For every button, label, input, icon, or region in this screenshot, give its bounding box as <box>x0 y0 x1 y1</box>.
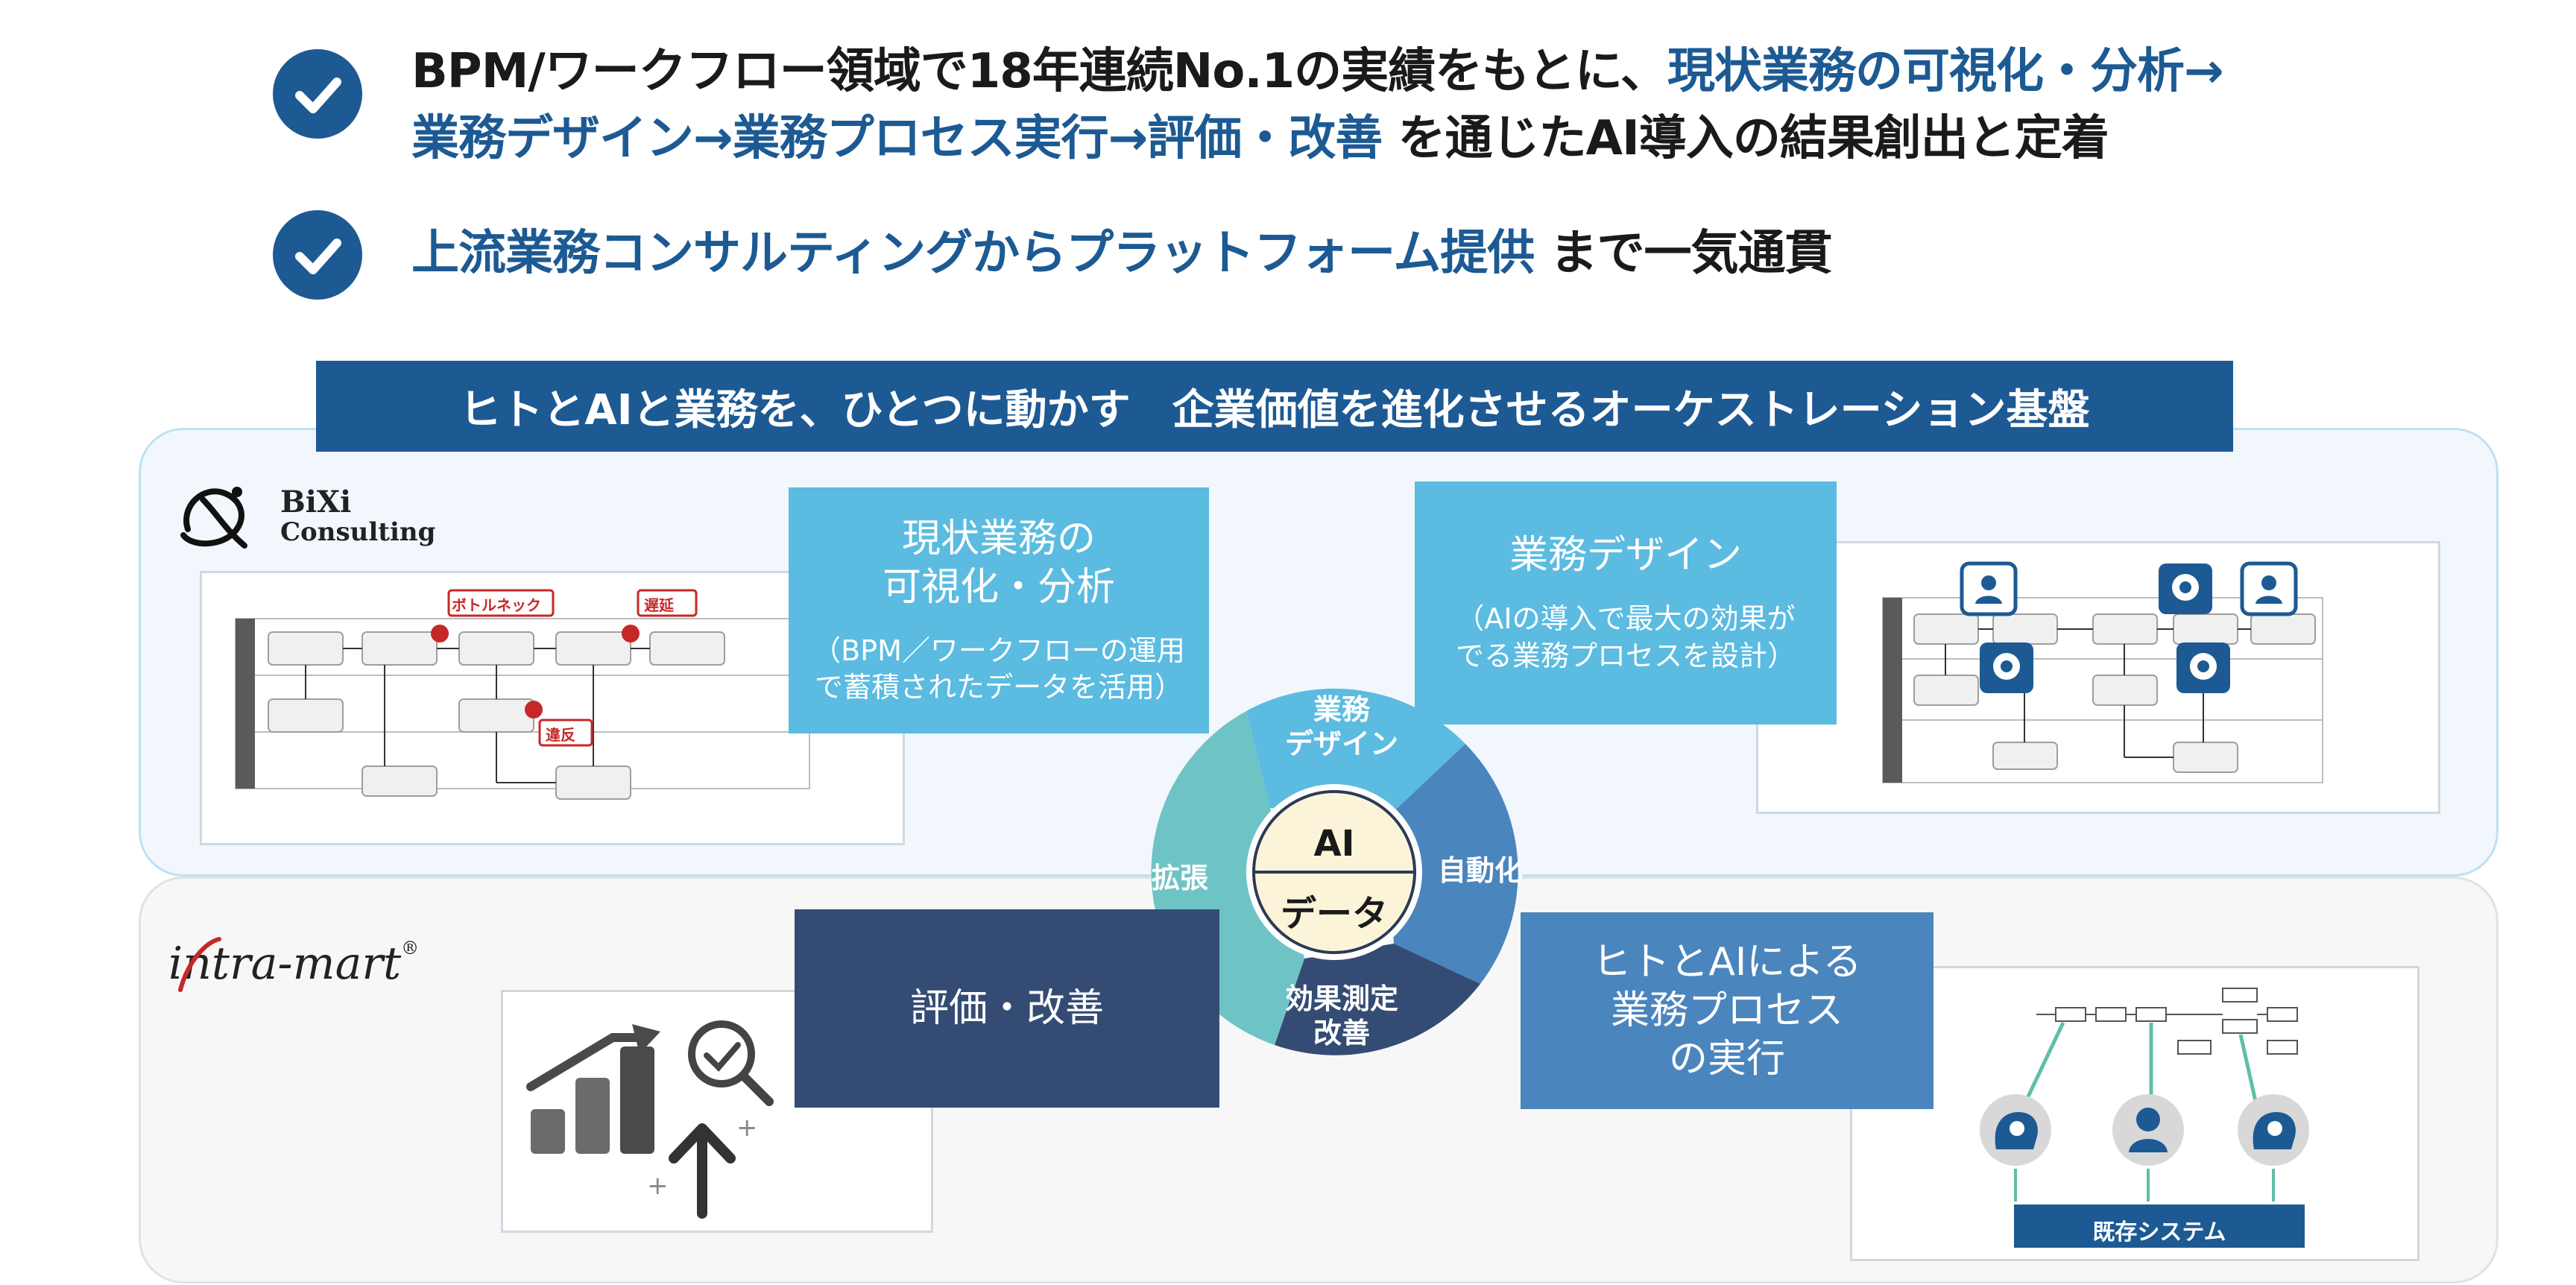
headline-line-2: 業務デザイン→業務プロセス実行→評価・改善 を通じたAI導入の結果創出と定着 <box>411 115 2109 162</box>
wheel-center-ai: AI <box>1313 823 1355 865</box>
headline-highlight-1: 現状業務の可視化・分析→ <box>1667 44 2224 99</box>
card-design: 業務デザイン （AIの導入で最大の効果が でる業務プロセスを設計） <box>1415 482 1837 724</box>
card-visualize: 現状業務の 可視化・分析 （BPM／ワークフローの運用 で蓄積されたデータを活用… <box>789 487 1209 733</box>
kpi-diagram: + + <box>526 1020 774 1219</box>
card-execute-title: ヒトとAIによる 業務プロセス の実行 <box>1592 939 1862 1082</box>
wheel-automate-label: 自動化 <box>1437 854 1523 887</box>
headline-highlight-2: 業務デザイン→業務プロセス実行→評価・改善 <box>411 111 1383 166</box>
card-visualize-sub: （BPM／ワークフローの運用 で蓄積されたデータを活用） <box>812 634 1185 704</box>
card-evaluate: 評価・改善 <box>795 909 1219 1108</box>
headline-suffix-2: を通じたAI導入の結果創出と定着 <box>1382 111 2109 166</box>
headline-suffix-3: まで一気通貫 <box>1534 226 1833 281</box>
svg-text:+: + <box>736 1113 758 1143</box>
violation-callout: 違反 <box>546 726 575 744</box>
registered-mark-icon: ® <box>401 938 420 959</box>
check-icon <box>273 210 362 300</box>
wheel-design-label: 業務 デザイン <box>1284 693 1398 760</box>
arrow-up-icon: + + <box>647 1113 758 1219</box>
bixi-logo <box>173 477 262 562</box>
card-execute: ヒトとAIによる 業務プロセス の実行 <box>1521 912 1933 1109</box>
magnifier-check-icon <box>688 1020 774 1106</box>
check-icon <box>273 49 362 139</box>
bixi-logo-line-2: Consulting <box>280 517 436 547</box>
wheel-center-data: データ <box>1280 893 1388 935</box>
bixi-mark-icon <box>180 487 247 549</box>
flow-before-diagram <box>235 589 810 800</box>
card-design-sub: （AIの導入で最大の効果が でる業務プロセスを設計） <box>1455 602 1796 672</box>
svg-text:+: + <box>647 1171 669 1201</box>
card-visualize-title: 現状業務の 可視化・分析 <box>882 516 1115 610</box>
headline-line-1: BPM/ワークフロー領域で18年連続No.1の実績をもとに、現状業務の可視化・分… <box>411 48 2224 95</box>
banner: ヒトとAIと業務を、ひとつに動かす 企業価値を進化させるオーケストレーション基盤 <box>316 361 2233 452</box>
card-evaluate-title: 評価・改善 <box>909 985 1104 1031</box>
wheel-expand-label: 拡張 <box>1151 862 1208 894</box>
existing-system-label: 既存システム <box>2092 1219 2226 1245</box>
flow-after-diagram <box>1882 561 2323 783</box>
bixi-logo-line-1: BiXi <box>280 484 352 520</box>
bottleneck-callout: ボトルネック <box>452 596 541 614</box>
bar-chart-icon <box>526 1024 660 1154</box>
delay-callout: 遅延 <box>644 596 674 614</box>
wheel-measure-label: 効果測定 改善 <box>1284 982 1398 1049</box>
headline-line-3: 上流業務コンサルティングからプラットフォーム提供 まで一気通貫 <box>411 230 1833 277</box>
headline-prefix: BPM/ワークフロー領域で18年連続No.1の実績をもとに、 <box>411 44 1668 99</box>
headline-highlight-3: 上流業務コンサルティングからプラットフォーム提供 <box>411 226 1535 281</box>
system-diagram <box>1980 988 2309 1248</box>
intramart-swoosh-icon <box>178 937 221 992</box>
card-design-title: 業務デザイン <box>1509 533 1742 578</box>
